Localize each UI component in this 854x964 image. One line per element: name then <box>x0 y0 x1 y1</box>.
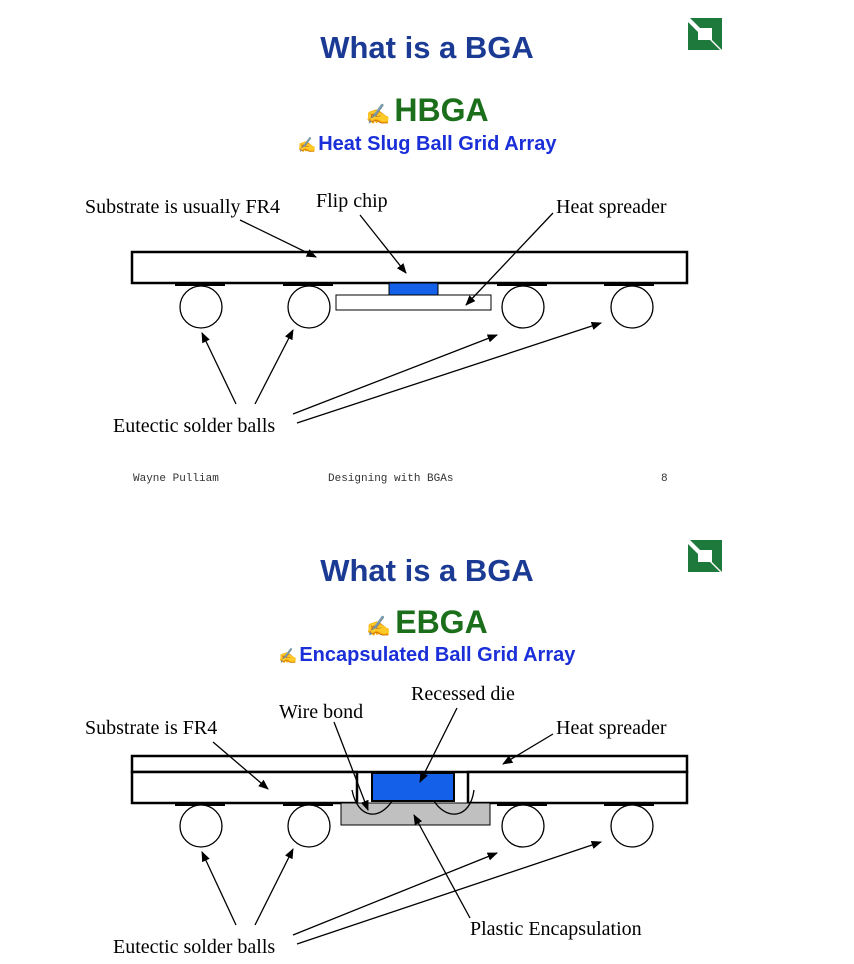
writing-hand-icon: ✍ <box>365 104 391 126</box>
solder-ball <box>179 285 223 329</box>
hbga-diagram: Substrate is usually FR4 Flip chip Heat … <box>85 190 689 437</box>
recessed-die <box>371 772 455 802</box>
wire-bond <box>433 789 475 815</box>
label-wire-bond: Wire bond <box>279 701 363 723</box>
pad <box>497 283 547 286</box>
slide-title: What is a BGA <box>320 30 534 65</box>
pad <box>604 283 654 286</box>
wire-bond <box>351 789 393 815</box>
slide-hbga: What is a BGA ✍HBGA ✍Heat Slug Ball Grid… <box>0 18 854 485</box>
arrow <box>359 214 407 274</box>
slide-heading: ✍EBGA <box>0 604 854 641</box>
label-solder-balls: Eutectic solder balls <box>113 415 275 437</box>
arrow <box>296 321 602 424</box>
slide-subheading: ✍Heat Slug Ball Grid Array <box>0 133 854 156</box>
amd-logo-icon <box>688 18 722 50</box>
label-substrate: Substrate is FR4 <box>85 717 217 739</box>
arrow <box>201 332 237 405</box>
footer-title: Designing with BGAs <box>328 473 454 485</box>
ebga-diagram: Recessed die Wire bond Substrate is FR4 … <box>85 683 689 958</box>
heat-spreader <box>335 294 492 311</box>
label-heat-spreader: Heat spreader <box>556 196 667 218</box>
label-plastic-encapsulation: Plastic Encapsulation <box>470 918 642 940</box>
solder-ball <box>610 285 654 329</box>
flip-chip <box>388 282 439 296</box>
arrow <box>296 841 602 945</box>
writing-hand-icon: ✍ <box>297 137 317 154</box>
arrow <box>292 852 498 936</box>
solder-ball <box>501 285 545 329</box>
arrow <box>254 329 294 405</box>
label-substrate: Substrate is usually FR4 <box>85 196 280 218</box>
pad <box>604 803 654 806</box>
arrow <box>465 212 554 306</box>
footer-page-number: 8 <box>661 473 668 485</box>
label-flip-chip: Flip chip <box>316 190 388 212</box>
arrow <box>212 741 269 790</box>
heat-spreader <box>130 754 689 774</box>
heading-text: HBGA <box>394 92 489 128</box>
slide-subheading: ✍Encapsulated Ball Grid Array <box>0 644 854 667</box>
substrate <box>130 770 359 805</box>
subheading-text: Heat Slug Ball Grid Array <box>318 133 557 155</box>
label-recessed-die: Recessed die <box>411 683 515 705</box>
writing-hand-icon: ✍ <box>366 616 392 638</box>
arrow <box>419 707 458 783</box>
substrate <box>130 250 689 285</box>
solder-ball <box>287 804 331 848</box>
solder-ball <box>287 285 331 329</box>
footer-author: Wayne Pulliam <box>133 473 219 485</box>
slide-title: What is a BGA <box>320 553 534 588</box>
amd-logo-icon <box>688 540 722 572</box>
slide-heading: ✍HBGA <box>0 92 854 129</box>
arrow <box>333 721 369 811</box>
label-solder-balls: Eutectic solder balls <box>113 936 275 958</box>
arrow <box>292 334 498 415</box>
solder-ball <box>501 804 545 848</box>
subheading-text: Encapsulated Ball Grid Array <box>299 644 576 666</box>
solder-ball <box>179 804 223 848</box>
arrow <box>502 733 554 765</box>
slide-ebga: What is a BGA ✍EBGA ✍Encapsulated Ball G… <box>0 520 854 964</box>
pad <box>283 283 333 286</box>
pad <box>175 283 225 286</box>
arrow <box>201 851 237 926</box>
arrow <box>254 848 294 926</box>
arrow <box>239 219 317 258</box>
solder-ball <box>610 804 654 848</box>
writing-hand-icon: ✍ <box>278 648 298 665</box>
label-heat-spreader: Heat spreader <box>556 717 667 739</box>
heading-text: EBGA <box>395 604 488 640</box>
substrate <box>466 770 689 805</box>
arrow <box>413 814 471 919</box>
